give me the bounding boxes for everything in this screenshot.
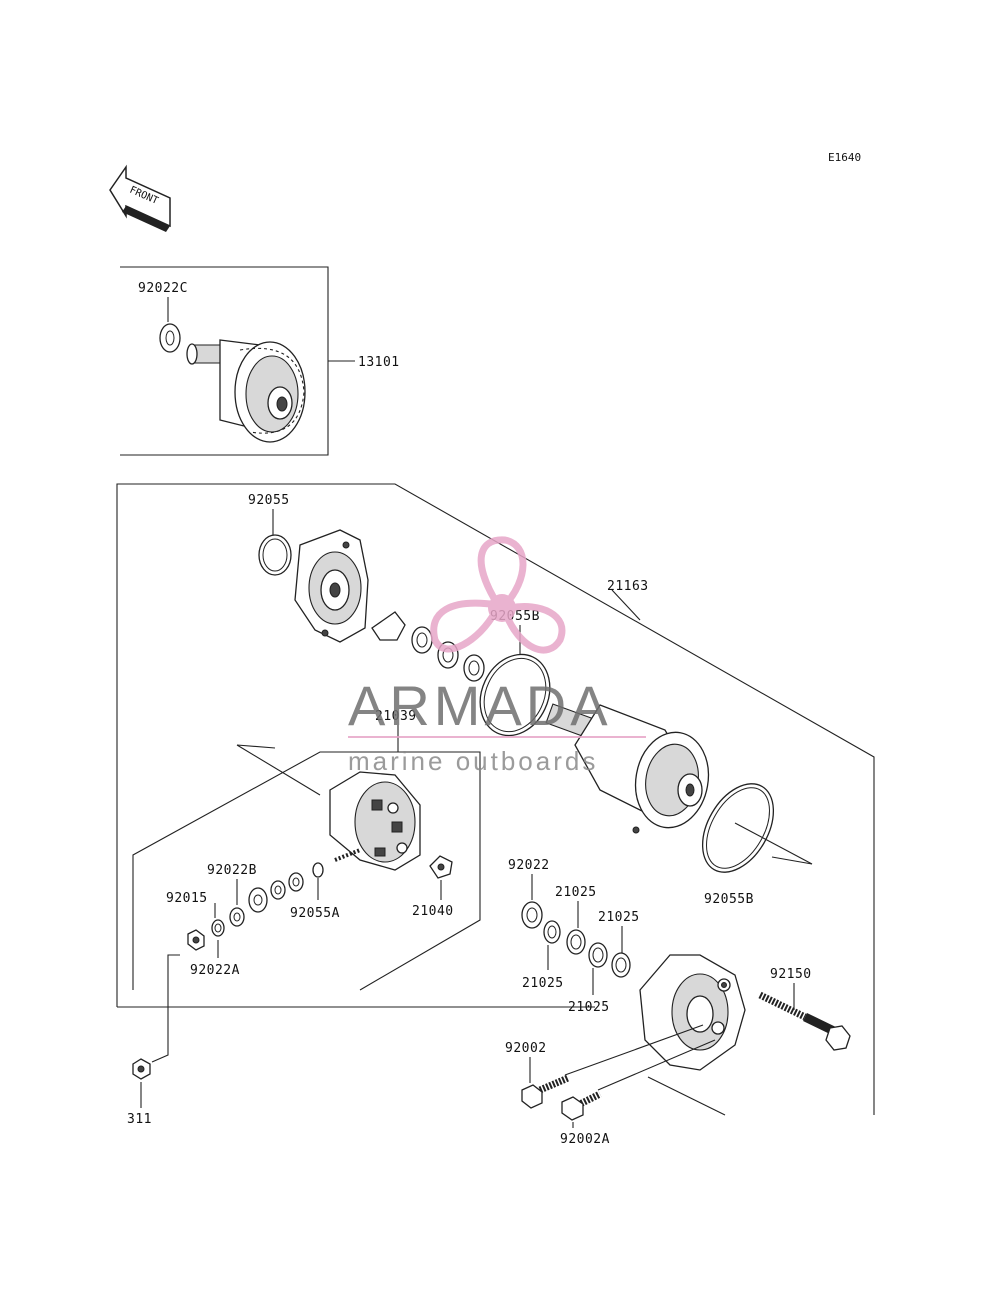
starter-motor-frame: 21163	[116, 483, 875, 1116]
label-92055a: 92055A	[290, 906, 340, 921]
diagram-code: E1640	[828, 151, 861, 164]
front-cover	[294, 529, 369, 643]
washer-92022b	[229, 907, 245, 927]
drive-assembly-box: 92022C 13101	[120, 266, 400, 456]
washer-3	[463, 654, 485, 682]
brand-name: ARMADA	[348, 674, 612, 737]
propeller-logo-icon	[430, 536, 566, 654]
label-92022b: 92022B	[207, 863, 257, 878]
brush-holder-21039	[329, 771, 421, 871]
o-ring-92055a	[312, 862, 324, 878]
bolt-92150	[758, 991, 851, 1051]
armature-yoke	[545, 703, 710, 834]
washer-5	[270, 880, 286, 900]
label-21025-a: 21025	[555, 885, 597, 900]
label-21039: 21039	[375, 709, 417, 724]
front-arrow-icon: FRONT	[109, 164, 171, 232]
label-92002a: 92002A	[560, 1132, 610, 1147]
bolt-92002	[521, 1074, 570, 1109]
washer-92022	[521, 901, 543, 929]
o-ring-92055b-bottom	[701, 783, 775, 873]
label-21163: 21163	[607, 579, 649, 594]
o-ring-92055b-top	[479, 653, 551, 737]
washer-21025-1	[543, 920, 561, 944]
washer-1	[411, 626, 433, 654]
label-92015: 92015	[166, 891, 208, 906]
armada-watermark: ARMADA marine outboards	[348, 536, 646, 776]
label-21025-b: 21025	[598, 910, 640, 925]
label-92002: 92002	[505, 1041, 547, 1056]
o-ring-92055	[258, 534, 292, 576]
label-92022c: 92022C	[138, 281, 188, 296]
brush-holder-box: 21039	[132, 709, 481, 991]
washer-21025-2	[566, 929, 586, 955]
label-21040: 21040	[412, 904, 454, 919]
washer-21025-3	[588, 942, 608, 968]
label-21025-c: 21025	[522, 976, 564, 991]
insulator	[248, 887, 268, 913]
label-92055b-bottom: 92055B	[704, 892, 754, 907]
washer-21025-4	[611, 952, 631, 978]
label-13101: 13101	[358, 355, 400, 370]
label-92022a: 92022A	[190, 963, 240, 978]
label-92055: 92055	[248, 493, 290, 508]
starter-clutch-13101	[186, 339, 306, 443]
bolt-92002a	[561, 1090, 602, 1121]
rear-cover	[639, 954, 746, 1071]
label-92022: 92022	[508, 858, 550, 873]
label-92150: 92150	[770, 967, 812, 982]
washer-4	[288, 872, 304, 892]
brand-tagline: marine outboards	[348, 746, 598, 776]
washer-92015	[211, 919, 225, 937]
label-311: 311	[127, 1112, 152, 1127]
lock-plate	[371, 611, 406, 641]
label-21025-d: 21025	[568, 1000, 610, 1015]
